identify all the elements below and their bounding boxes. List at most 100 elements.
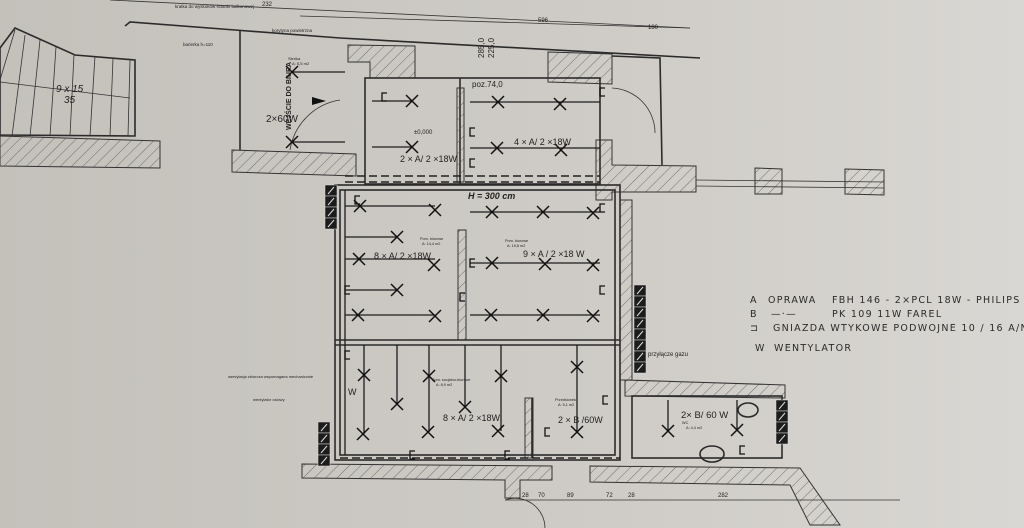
light-fixture-x-icon <box>353 199 367 213</box>
entrance-label: WEJŚCIE DO BIURA <box>284 62 293 130</box>
x-stroke <box>422 369 436 383</box>
gas-connection-label: przyłącze gazu <box>648 352 688 358</box>
light-fixture-x-icon <box>554 143 568 157</box>
light-fixture-x-icon <box>484 308 498 322</box>
light-fixture-x-icon <box>536 308 550 322</box>
vent-grille-slash <box>327 186 335 195</box>
room-name-vestibule: Przedsionek <box>555 398 576 402</box>
fixtures-label-wc: 2× B/ 60 W <box>681 410 728 421</box>
note-window-sill: kratka do wyskoków ścianki balkonowej <box>175 4 254 9</box>
x-stroke <box>485 256 499 270</box>
light-fixture-x-icon <box>351 308 365 322</box>
vent-grille-slash <box>320 423 328 432</box>
vent-grille-slash <box>778 423 786 432</box>
x-stroke <box>285 65 299 79</box>
dimension-bottom-1: 28 <box>522 493 529 499</box>
double-socket-icon <box>504 450 510 460</box>
room-name-office-2: Pom. biurowe <box>505 239 528 243</box>
room-name-wc: WC <box>682 421 689 425</box>
vent-grille-slash <box>327 219 335 228</box>
light-fixture-x-icon <box>285 65 299 79</box>
x-stroke <box>553 97 567 111</box>
dimension-bottom-4: 72 <box>606 493 613 499</box>
x-stroke <box>390 230 404 244</box>
legend-key: W <box>755 343 766 354</box>
legend-item-socket: ⊐ GNIAZDA WTYKOWE PODWOJNE 10 / 16 A/N+ … <box>750 323 1024 334</box>
x-stroke <box>490 141 504 155</box>
dimension-bottom-3: 89 <box>567 493 574 499</box>
light-fixture-x-icon <box>485 256 499 270</box>
legend-item-b: B —·— PK 109 11W FAREL <box>750 309 942 320</box>
double-socket-icon <box>599 87 605 97</box>
fixtures-label-social: 8 × A/ 2 ×18W <box>443 413 501 423</box>
light-fixture-x-icon <box>586 309 600 323</box>
dimension-top-1: 232 <box>262 2 273 8</box>
height-dimension-1: 285,0 <box>477 37 486 58</box>
legend-value: PK 109 11W FAREL <box>832 309 942 320</box>
x-stroke <box>570 360 584 374</box>
light-fixture-x-icon <box>405 94 419 108</box>
x-stroke <box>390 397 404 411</box>
height-dimension-2: 225,0 <box>487 37 496 58</box>
double-socket-icon <box>739 445 745 455</box>
legend-item-a: A OPRAWA FBH 146 - 2×PCL 18W - PHILIPS <box>750 295 1019 306</box>
x-stroke <box>491 424 505 438</box>
x-stroke <box>536 308 550 322</box>
light-fixture-x-icon <box>661 424 675 438</box>
x-stroke <box>352 252 366 266</box>
x-stroke <box>351 308 365 322</box>
structural-walls <box>0 44 885 526</box>
light-fixture-x-icon <box>586 258 600 272</box>
x-stroke <box>586 206 600 220</box>
light-fixture-x-icon <box>421 425 435 439</box>
double-socket-icon <box>544 427 550 437</box>
double-socket-icon <box>344 285 350 295</box>
legend-label: WENTYLATOR <box>774 343 852 354</box>
x-stroke <box>405 140 419 154</box>
vent-grille-slash <box>636 341 644 350</box>
dimension-lines: 232 596 180 285,0 225,0 28 70 89 72 28 2… <box>109 0 900 501</box>
washbasin-icon <box>699 445 725 463</box>
room-area-vestibule: A: 5,1 m2 <box>558 403 574 407</box>
legend-item-fan: W WENTYLATOR <box>755 343 852 354</box>
vent-grille-slash <box>636 319 644 328</box>
room-area-office-1: A: 14,4 m2 <box>422 242 440 246</box>
x-stroke <box>458 400 472 414</box>
staircase: 9 x 15 35 <box>0 27 136 137</box>
ventilation-grilles <box>317 184 789 467</box>
dimension-top-3: 180 <box>648 25 659 31</box>
light-fixture-x-icon <box>405 140 419 154</box>
x-stroke <box>661 424 675 438</box>
light-fixture-x-icon <box>586 206 600 220</box>
light-fixture-x-icon <box>357 368 371 382</box>
legend: A OPRAWA FBH 146 - 2×PCL 18W - PHILIPS B… <box>750 295 1024 354</box>
x-stroke <box>428 203 442 217</box>
x-stroke <box>554 143 568 157</box>
vent-grille-slash <box>327 208 335 217</box>
light-fixture-x-icon <box>570 360 584 374</box>
x-stroke <box>491 95 505 109</box>
legend-key: B <box>750 309 758 320</box>
light-fixture-x-icon <box>390 230 404 244</box>
x-stroke <box>356 427 370 441</box>
x-stroke <box>586 258 600 272</box>
vent-grille-slash <box>320 456 328 465</box>
light-fixture-x-icon <box>490 141 504 155</box>
entrance-fixtures: 2×60W <box>266 114 299 125</box>
light-fixture-x-icon <box>458 400 472 414</box>
vent-grille-slash <box>778 434 786 443</box>
fixtures-label-top-room: 4 × A/ 2 ×18W <box>514 137 572 147</box>
double-socket-icon <box>469 127 475 137</box>
light-fixture-x-icon <box>428 203 442 217</box>
socket-symbols <box>344 87 745 460</box>
double-socket-icon <box>459 292 465 302</box>
light-fixture-x-icon <box>390 397 404 411</box>
double-socket-icon <box>602 395 608 405</box>
dimension-top-2: 596 <box>538 18 549 24</box>
light-fixture-x-icon <box>730 423 744 437</box>
double-socket-icon <box>599 203 605 213</box>
vent-grille-slash <box>320 434 328 443</box>
note-railing: barierka h=110 <box>183 42 213 47</box>
dimension-bottom-2: 70 <box>538 493 545 499</box>
